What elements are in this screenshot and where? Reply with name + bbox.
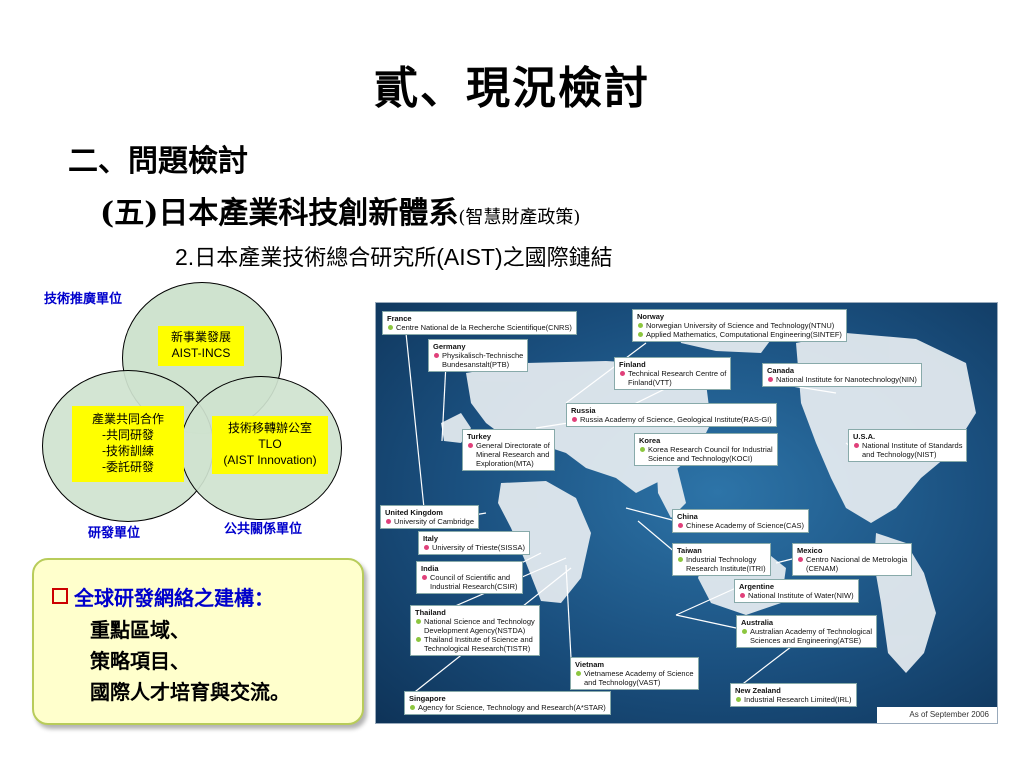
map-label-india: India Council of Scientific and Industri… — [416, 561, 523, 594]
venn-box-left-line4: -委託研發 — [101, 460, 155, 474]
venn-box-left: 產業共同合作 -共同研發 -技術訓練 -委託研發 — [72, 406, 184, 482]
venn-label-right: 公共關係單位 — [224, 522, 303, 537]
world-map: France Centre National de la Recherche S… — [375, 302, 998, 724]
venn-box-right-line1: 技術移轉辦公室 — [227, 421, 312, 435]
map-label-australia: Australia Australian Academy of Technolo… — [736, 615, 878, 648]
venn-box-right-line2: TLO — [258, 437, 282, 451]
as-of-background — [877, 707, 997, 723]
checkbox-bullet-icon — [52, 588, 68, 604]
venn-label-left: 研發單位 — [88, 526, 141, 541]
subsection-text: (五)日本產業科技創新體系 — [100, 196, 459, 231]
map-label-china: China Chinese Academy of Science(CAS) — [672, 509, 809, 533]
map-label-united-kingdom: United Kingdom University of Cambridge — [380, 505, 480, 529]
note-heading: 全球研發網絡之建構： — [52, 582, 274, 611]
map-label-mexico: Mexico Centro Nacional de Metrologia (CE… — [792, 543, 913, 576]
venn-box-top: 新事業發展 AIST-INCS — [158, 326, 244, 366]
note-line-3: 國際人才培育與交流。 — [90, 680, 290, 704]
venn-box-top-line2: AIST-INCS — [171, 346, 231, 360]
map-label-argentine: Argentine National Institute of Water(NI… — [734, 579, 859, 603]
map-label-france: France Centre National de la Recherche S… — [382, 311, 577, 335]
subtitle-number: 2. — [175, 244, 195, 270]
note-line-2: 策略項目、 — [90, 649, 190, 673]
map-label-turkey: Turkey General Directorate of Mineral Re… — [462, 429, 555, 471]
venn-box-top-line1: 新事業發展 — [170, 330, 231, 344]
section-heading: 二、問題檢討 — [68, 144, 248, 179]
map-label-taiwan: Taiwan Industrial Technology Research In… — [672, 543, 771, 576]
global-network-note: 全球研發網絡之建構： 重點區域、 策略項目、 國際人才培育與交流。 — [32, 558, 364, 725]
map-label-thailand: Thailand National Science and Technology… — [410, 605, 540, 656]
map-label-new-zealand: New Zealand Industrial Research Limited(… — [730, 683, 857, 707]
subsection-heading: (五)日本產業科技創新體系(智慧財產政策) — [100, 188, 580, 232]
venn-label-top: 技術推廣單位 — [44, 292, 123, 307]
map-label-singapore: Singapore Agency for Science, Technology… — [404, 691, 611, 715]
map-label-finland: Finland Technical Research Centre of Fin… — [614, 357, 732, 390]
subtitle-part-b: (AIST) — [436, 244, 503, 270]
as-of-date: As of September 2006 — [909, 710, 989, 719]
venn-box-left-line2: -共同研發 — [101, 428, 155, 442]
map-label-italy: Italy University of Trieste(SISSA) — [418, 531, 530, 555]
venn-box-left-line1: 產業共同合作 — [91, 412, 164, 426]
map-label-russia: Russia Russia Academy of Science, Geolog… — [566, 403, 777, 427]
map-label-norway: Norway Norwegian University of Science a… — [632, 309, 847, 342]
map-label-korea: Korea Korea Research Council for Industr… — [634, 433, 778, 466]
subtitle: 2.日本產業技術總合研究所(AIST)之國際鏈結 — [175, 240, 613, 272]
map-label-vietnam: Vietnam Vietnamese Academy of Science an… — [570, 657, 699, 690]
note-line-1: 重點區域、 — [90, 618, 190, 642]
venn-diagram: 技術推廣單位 研發單位 公共關係單位 新事業發展 AIST-INCS 產業共同合… — [30, 280, 370, 541]
venn-box-left-line3: -技術訓練 — [101, 444, 155, 458]
note-heading-text: 全球研發網絡之建構： — [74, 586, 274, 610]
map-label-usa: U.S.A. National Institute of Standards a… — [848, 429, 968, 462]
subsection-note: (智慧財產政策) — [458, 207, 581, 228]
subtitle-part-c: 之國際鏈結 — [502, 246, 613, 271]
subtitle-part-a: 日本產業技術總合研究所 — [194, 246, 437, 271]
map-label-germany: Germany Physikalisch-Technische Bundesan… — [428, 339, 529, 372]
venn-box-right: 技術移轉辦公室 TLO (AIST Innovation) — [212, 416, 328, 474]
venn-box-right-line3: (AIST Innovation) — [223, 453, 317, 467]
slide-title: 貳、現況檢討 — [374, 63, 650, 114]
map-label-canada: Canada National Institute for Nanotechno… — [762, 363, 922, 387]
